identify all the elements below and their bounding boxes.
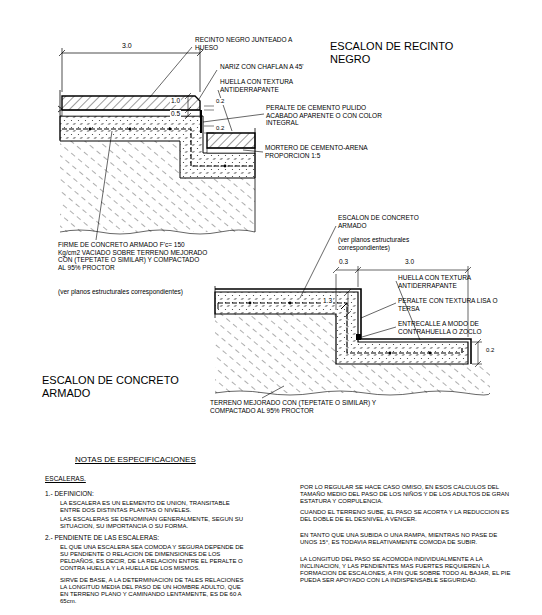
section-title: ESCALON DE CONCRETO ARMADO [42,374,202,400]
material-label: ENTRECALLE A MODO DE CONTRAHUELLA O ZOCL… [398,320,510,335]
note-text: LAS ESCALERAS SE DENOMINAN GENERALMENTE,… [60,516,250,530]
note-text: SIRVE DE BASE, A LA DETERMINACION DE TAL… [60,577,250,605]
material-label: PERALTE DE CEMENTO PULIDO ACABADO APAREN… [266,104,384,127]
note-text: EL QUE UNA ESCALERA SEA COMODA Y SEGURA … [60,544,250,572]
note-text: POR LO REGULAR SE HACE CASO OMISO, EN ES… [300,484,515,505]
section-title: ESCALON DE RECINTO NEGRO [330,40,470,66]
reference-note: (ver planos estructurales correspondient… [58,288,188,296]
dimension: 0.2 [215,98,225,105]
material-label: NARIZ CON CHAFLAN A 45' [220,63,340,71]
reference-note: (ver planos estructurales correspondient… [338,236,458,251]
material-label: FIRME DE CONCRETO ARMADO F'c= 150 Kg/cm2… [58,241,208,272]
dimension: 1.0 [170,97,181,105]
material-label: TERRENO MEJORADO CON (TEPETATE O SIMILAR… [210,399,380,414]
notes-subheading: ESCALERAS. [45,475,86,483]
note-text: LA ESCALERA ES UN ELEMENTO DE UNION, TRA… [60,500,250,514]
material-label: ESCALON DE CONCRETO ARMADO [338,214,438,229]
dimension: 1.3 [322,297,333,305]
concrete-step-section [215,226,490,398]
note-heading: 1.- DEFINICION: [45,490,94,498]
dimension: 3.0 [404,258,415,266]
dimension: 0.5 [170,110,181,118]
note-heading: 2.- PENDIENTE DE LAS ESCALERAS: [45,534,159,542]
material-label: HUELLA CON TEXTURA ANTIDERRAPANTE [220,78,330,93]
dimension: 0.2 [215,125,225,132]
notes-heading: NOTAS DE ESPECIFICACIONES [75,455,196,464]
material-label: HUELLA CON TEXTURA ANTIDERRAPANTE [398,274,498,289]
material-label: MORTERO DE CEMENTO-ARENA PROPORCION 1:5 [265,144,383,159]
dimension: 3.0 [121,42,133,50]
recinto-step-section [58,47,264,240]
material-label: RECINTO NEGRO JUNTEADO A HUESO [195,36,305,51]
note-text: CUANDO EL TERRENO SUBE, EL PASO SE ACORT… [300,509,515,523]
material-label: PERALTE CON TEXTURA LISA O TERSA [398,297,498,312]
dimension: 0.3 [338,258,349,266]
dimension: 0.2 [485,347,495,354]
note-text: EN TANTO QUE UNA SUBIDA O UNA RAMPA, MIE… [300,532,515,546]
note-text: LA LONGITUD DEL PASO SE ACOMODA INDIVIDU… [300,556,515,584]
